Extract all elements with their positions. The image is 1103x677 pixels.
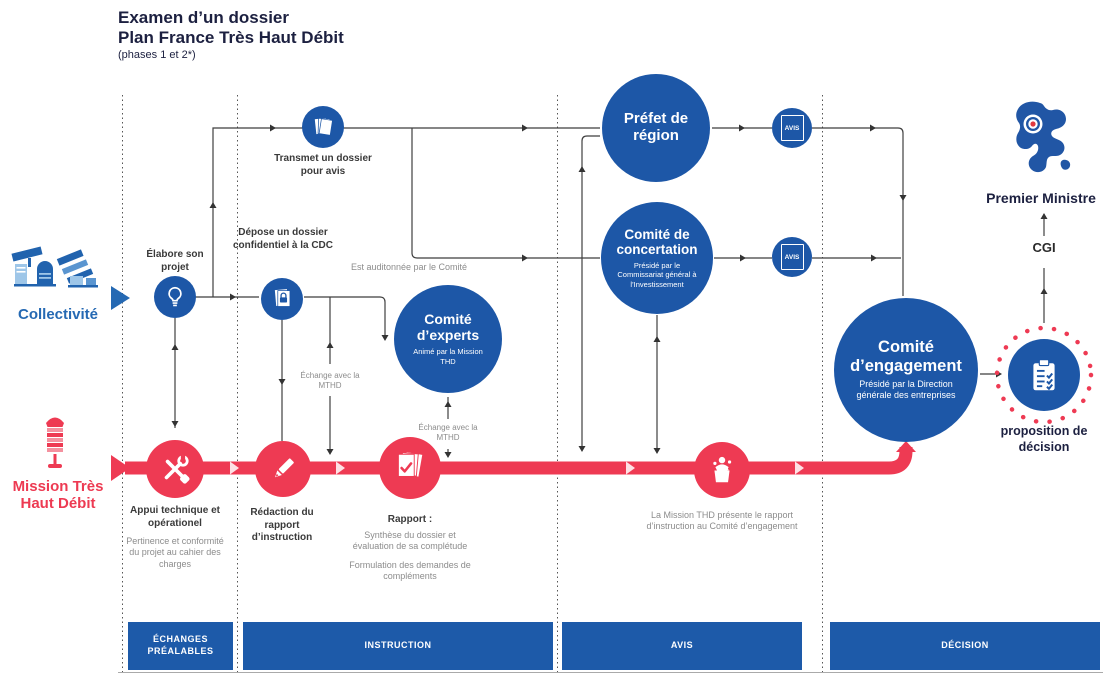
- phase-label: AVIS: [670, 640, 694, 651]
- redaction-title: Rédaction du rapport d’instruction: [250, 507, 314, 543]
- red-timeline-start-arrow: [111, 455, 130, 481]
- pencil-icon: [275, 458, 294, 478]
- elabore-node: [154, 276, 196, 318]
- experts-node: Comité d’experts Animé par la Mission TH…: [394, 285, 502, 393]
- redaction-node: [255, 441, 311, 497]
- phase-label: ÉCHANGES PRÉALABLES: [147, 634, 214, 656]
- premier-ministre-logo: [1006, 100, 1078, 184]
- presentation-label: La Mission THD présente le rapport d’ins…: [646, 510, 798, 532]
- transmet-node: [302, 106, 344, 148]
- elabore-label: Élabore son projet: [146, 249, 204, 273]
- phase-bar-echanges: ÉCHANGES PRÉALABLES: [128, 622, 233, 670]
- rapport-subtitle2: Formulation des demandes de compléments: [349, 560, 471, 582]
- avis-document-icon: AVIS: [780, 244, 804, 270]
- avis-document-icon: AVIS: [780, 115, 804, 141]
- proposition-node: [1008, 339, 1080, 411]
- audition-edge-label: Est auditonnée par le Comité: [350, 262, 468, 272]
- appui-subtitle: Pertinence et conformité du projet au ca…: [126, 536, 224, 569]
- echange-cdc-edge-label: Échange avec la MTHD: [300, 371, 360, 390]
- red-arrow-to-engagement: [896, 441, 916, 452]
- avis-badge-text: AVIS: [784, 253, 800, 261]
- presenter-podium-icon: [713, 456, 732, 483]
- phase-bar-instruction: INSTRUCTION: [243, 622, 553, 670]
- phase-bar-avis: AVIS: [562, 622, 802, 670]
- premier-ministre-label: Premier Ministre: [986, 190, 1096, 206]
- collectivite-label: Collectivité: [17, 306, 99, 323]
- phase-bar-decision: DÉCISION: [830, 622, 1100, 670]
- red-timeline: [125, 447, 913, 475]
- concertation-subtitle: Présidé par le Commissariat général à l’…: [617, 261, 697, 289]
- concertation-node: Comité de concertation Présidé par le Co…: [601, 202, 713, 314]
- phase-separator-lines: [122, 95, 823, 672]
- engagement-subtitle: Présidé par la Direction générale des en…: [856, 379, 956, 401]
- diagram-title: Examen d’un dossier Plan France Très Hau…: [118, 8, 344, 62]
- engagement-node: Comité d’engagement Présidé par la Direc…: [834, 298, 978, 442]
- rapport-subtitle1: Synthèse du dossier et évaluation de sa …: [352, 530, 468, 552]
- rapport-node: [379, 437, 441, 499]
- avis-badge-text: AVIS: [784, 124, 800, 132]
- mission-antenna-icon: [40, 414, 70, 474]
- rapport-title: Rapport :: [387, 514, 433, 525]
- title-line3: (phases 1 et 2*): [118, 49, 196, 62]
- prefet-node: Préfet de région: [602, 74, 710, 182]
- phase-label: DÉCISION: [941, 640, 989, 651]
- proposition-dotted-ring: [994, 325, 1094, 425]
- report-check-icon: [397, 452, 423, 477]
- appui-title: Appui technique et opérationel: [130, 505, 220, 529]
- engagement-title: Comité d’engagement: [850, 338, 962, 375]
- phase-label: INSTRUCTION: [364, 640, 432, 651]
- avis-badge-concertation: AVIS: [772, 237, 812, 277]
- lightbulb-icon: [168, 286, 182, 307]
- prefet-title: Préfet de région: [623, 110, 689, 144]
- black-arrowheads: [171, 124, 1048, 458]
- transmet-label: Transmet un dossier pour avis: [274, 153, 372, 177]
- echange-experts-edge-label: Échange avec la MTHD: [418, 423, 478, 442]
- experts-subtitle: Animé par la Mission THD: [413, 347, 483, 366]
- title-line2: Plan France Très Haut Débit: [118, 28, 344, 48]
- depose-label: Dépose un dossier confidentiel à la CDC: [232, 227, 333, 251]
- blue-entry-arrow: [111, 286, 130, 310]
- red-timeline-chevrons: [230, 461, 804, 475]
- depose-node: [261, 278, 303, 320]
- confidential-document-lock-icon: [274, 289, 291, 307]
- concertation-title: Comité de concertation: [616, 226, 698, 257]
- tools-icon: [164, 455, 190, 484]
- avis-badge-prefet: AVIS: [772, 108, 812, 148]
- mission-label: Mission Très Haut Débit: [12, 478, 104, 513]
- presentation-node: [694, 442, 750, 498]
- experts-title: Comité d’experts: [416, 310, 480, 343]
- title-line1: Examen d’un dossier: [118, 8, 289, 27]
- appui-node: [146, 440, 204, 498]
- cgi-label: CGI: [1032, 240, 1056, 255]
- collectivite-buildings-icon: [10, 244, 106, 302]
- proposition-label: proposition de décision: [1000, 424, 1088, 454]
- clipboard-checklist-icon: [1033, 359, 1055, 391]
- documents-icon: [314, 118, 333, 136]
